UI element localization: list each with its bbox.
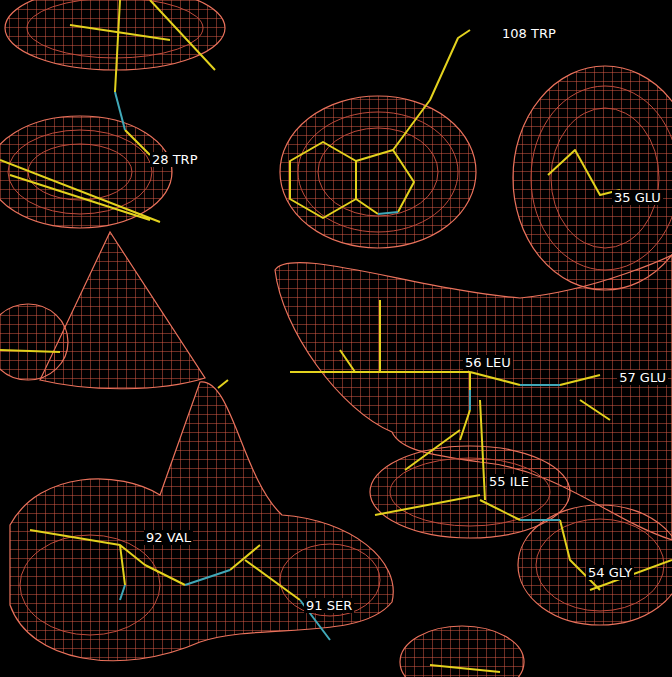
residue-label: 55 ILE (487, 474, 531, 489)
heteroatom-sticks (115, 92, 560, 640)
residue-label: 28 TRP (150, 152, 200, 167)
residue-label: 35 GLU (612, 190, 663, 205)
mesh-contour (8, 0, 672, 635)
residue-label: 54 GLY (586, 565, 634, 580)
residue-label: 108 TRP (500, 26, 558, 41)
residue-label: 56 LEU (463, 355, 513, 370)
residue-label: 57 GLU (617, 370, 668, 385)
residue-label: 92 VAL (144, 530, 193, 545)
residue-label: 91 SER (304, 598, 354, 613)
